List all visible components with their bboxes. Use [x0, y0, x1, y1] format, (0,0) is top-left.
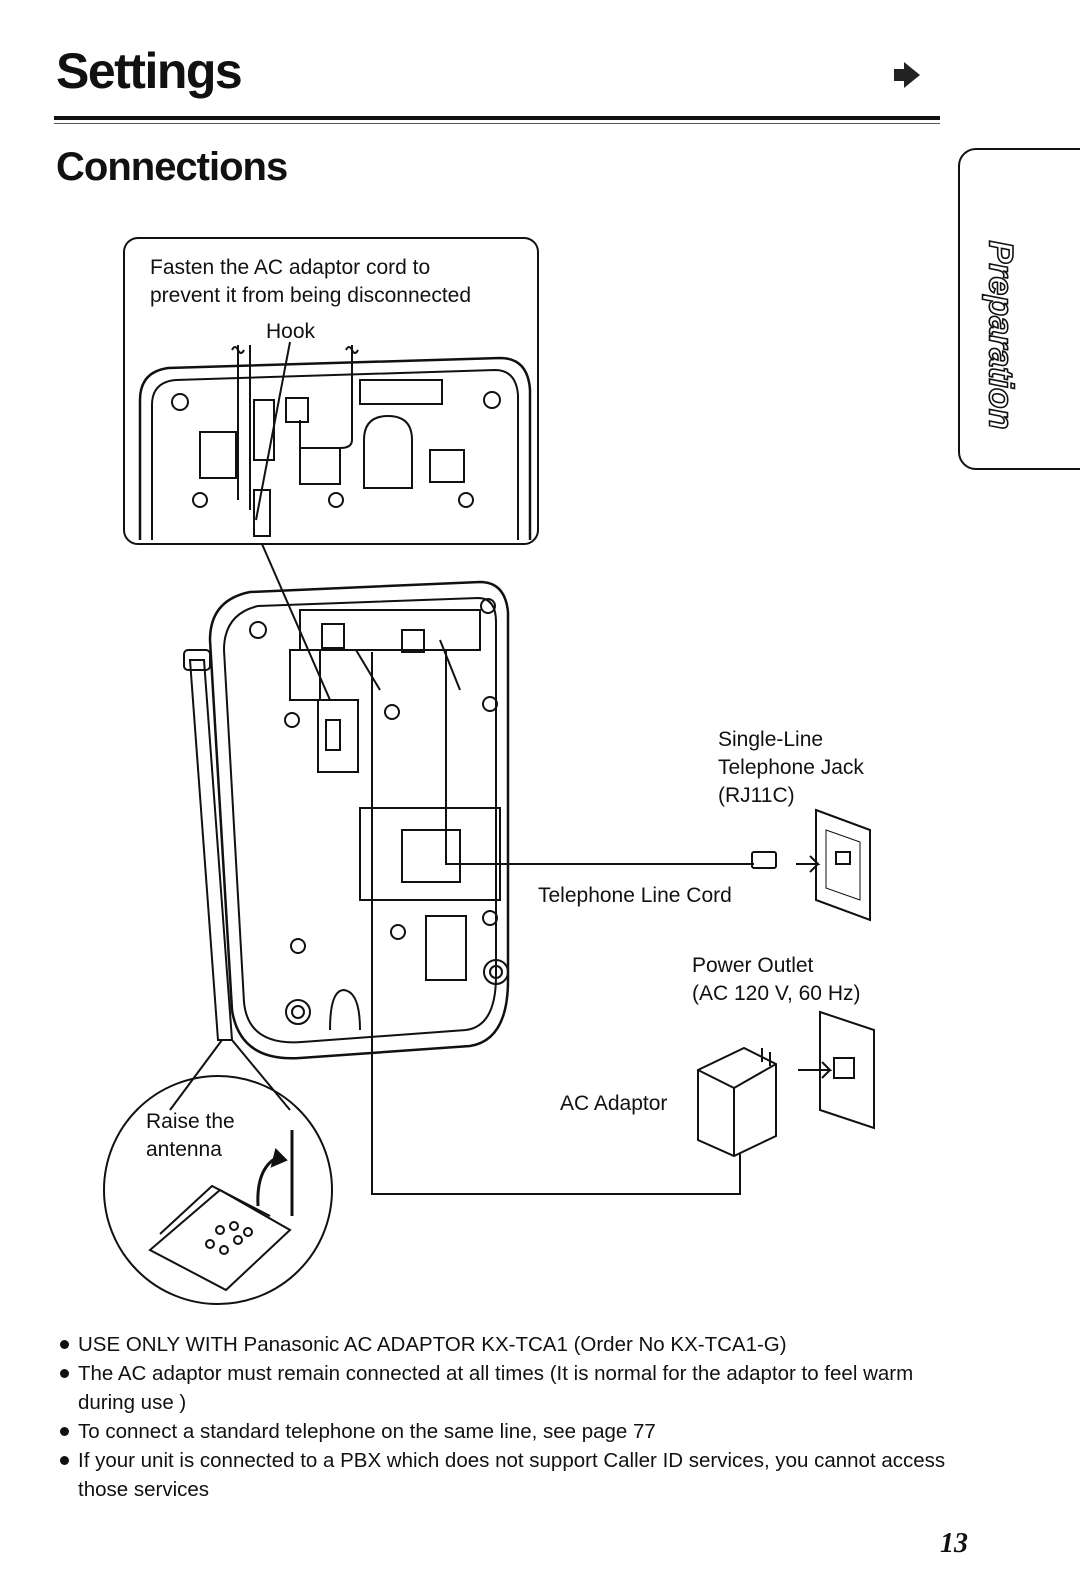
page-title: Settings	[56, 43, 243, 99]
inset-caption: Fasten the AC adaptor cord to prevent it…	[150, 256, 472, 307]
header-rule-thin	[54, 123, 940, 124]
notes-list: USE ONLY WITH Panasonic AC ADAPTOR KX-TC…	[60, 1330, 960, 1504]
antenna	[183, 649, 234, 1041]
inset-phone-back-view	[138, 341, 532, 540]
note-item: To connect a standard telephone on the s…	[60, 1417, 960, 1446]
note-item: USE ONLY WITH Panasonic AC ADAPTOR KX-TC…	[60, 1330, 960, 1359]
header-rule	[54, 116, 940, 120]
wall-outlet	[798, 1010, 875, 1130]
phone-base-back-view	[208, 580, 754, 1195]
page-number: 13	[940, 1528, 968, 1559]
section-title: Connections	[56, 145, 288, 189]
inset-frame	[123, 237, 539, 545]
note-item: If your unit is connected to a PBX which…	[60, 1446, 960, 1504]
connection-diagram	[103, 237, 875, 1305]
wall-jack	[751, 808, 871, 922]
note-item: The AC adaptor must remain connected at …	[60, 1359, 960, 1417]
antenna-label: Raise the antenna	[146, 1110, 235, 1161]
section-tab: Preparation	[958, 148, 1080, 470]
ac-adaptor	[697, 1046, 777, 1158]
ac-adaptor-label: AC Adaptor	[560, 1092, 668, 1115]
telephone-jack-label: Single-Line Telephone Jack (RJ11C)	[718, 728, 864, 807]
antenna-leader	[169, 1039, 291, 1111]
continue-arrow-icon	[894, 62, 920, 88]
hook-label: Hook	[266, 320, 316, 343]
antenna-inset	[103, 1075, 333, 1305]
power-outlet-label: Power Outlet (AC 120 V, 60 Hz)	[692, 954, 861, 1005]
line-cord-label: Telephone Line Cord	[538, 884, 732, 907]
